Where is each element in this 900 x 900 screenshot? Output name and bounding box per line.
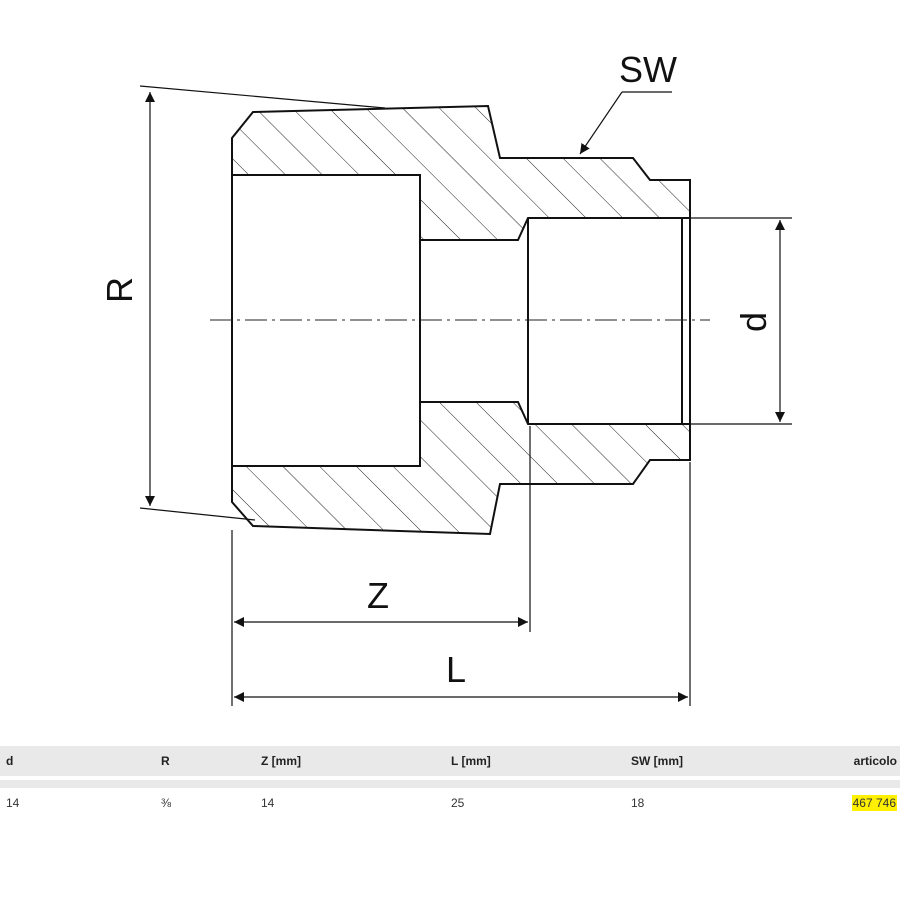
label-L: L [446,649,466,690]
table-row: 14 ⅜ 14 25 18 467 746 [0,788,900,818]
label-Z: Z [367,575,389,616]
spec-table: d R Z [mm] L [mm] SW [mm] articolo 14 ⅜ … [0,746,900,818]
label-d: d [733,312,774,332]
cell-SW: 18 [631,796,645,810]
header-articolo: articolo [825,746,900,776]
dimension-Z [231,426,531,706]
upper-wall-section [231,104,691,241]
cell-R: ⅜ [161,796,172,810]
article-number-link[interactable]: 467 746 [851,795,897,811]
cell-articolo[interactable]: 467 746 [825,788,900,818]
header-Z: Z [mm] [255,746,445,776]
fitting-technical-drawing: R SW d Z L [99,49,792,706]
header-L: L [mm] [445,746,625,776]
header-d: d [0,746,155,776]
dimension-SW [579,91,672,155]
cell-L: 25 [451,796,465,810]
lower-wall-section [231,401,691,536]
label-R: R [99,277,140,303]
header-R: R [155,746,255,776]
cell-d: 14 [6,796,20,810]
dimension-d [690,217,792,425]
dimension-R [139,85,386,521]
table-separator [0,780,900,788]
dimension-L [234,462,691,706]
table-header-row: d R Z [mm] L [mm] SW [mm] articolo [0,746,900,776]
cell-Z: 14 [261,796,275,810]
header-SW: SW [mm] [625,746,825,776]
label-SW: SW [619,49,677,90]
